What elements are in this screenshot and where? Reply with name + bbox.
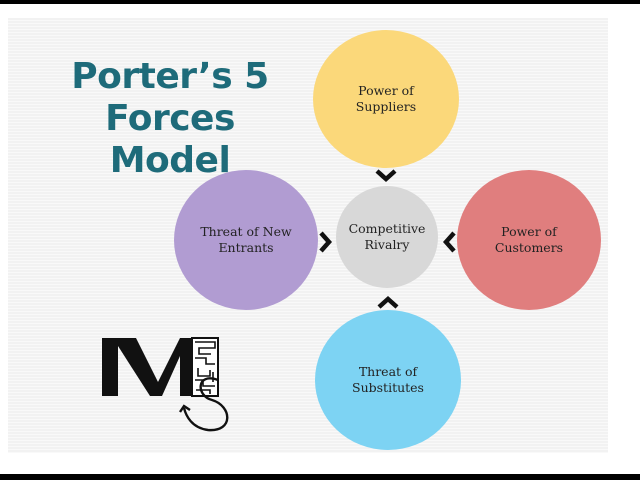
chevron-up-icon: [377, 295, 399, 309]
title-line-2: Model: [109, 140, 231, 181]
force-label-suppliers: Power of Suppliers: [355, 83, 417, 114]
chevron-left-icon: [442, 231, 456, 253]
video-frame: Porter’s 5 Forces Model Power of Supplie…: [0, 4, 640, 474]
page-title: Porter’s 5 Forces Model: [20, 56, 320, 182]
chevron-down-icon: [375, 169, 397, 183]
title-line-1: Porter’s 5 Forces: [71, 56, 269, 139]
force-label-substitutes: Threat of Substitutes: [352, 364, 424, 395]
force-label-rivalry: Competitive Rivalry: [348, 221, 426, 252]
chevron-right-icon: [319, 231, 333, 253]
force-power-of-customers: Power of Customers: [457, 170, 601, 310]
force-label-customers: Power of Customers: [494, 224, 564, 255]
force-power-of-suppliers: Power of Suppliers: [313, 30, 459, 168]
ms-logo: [102, 337, 229, 432]
force-competitive-rivalry: Competitive Rivalry: [336, 186, 438, 288]
force-label-new-entrants: Threat of New Entrants: [200, 224, 292, 255]
force-threat-of-new-entrants: Threat of New Entrants: [174, 170, 318, 310]
force-threat-of-substitutes: Threat of Substitutes: [315, 310, 461, 450]
